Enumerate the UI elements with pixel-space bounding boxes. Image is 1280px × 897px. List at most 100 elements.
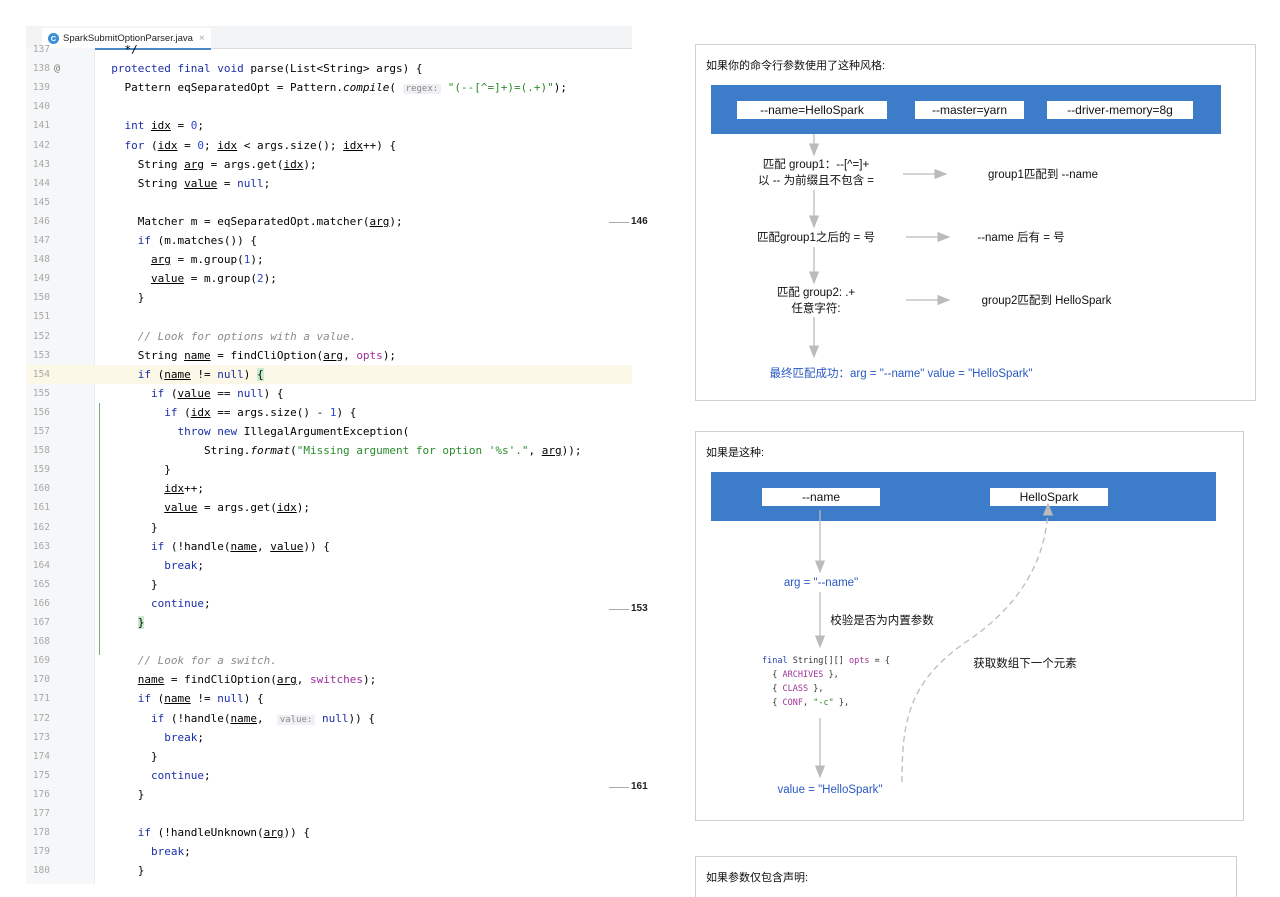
code-line-165[interactable]: 165 } [26, 575, 632, 594]
code-line-143[interactable]: 143 String arg = args.get(idx); [26, 155, 632, 174]
line-number[interactable]: 171 [32, 693, 50, 705]
code-editor[interactable]: C SparkSubmitOptionParser.java × 137 */1… [26, 26, 632, 884]
line-number[interactable]: 176 [32, 788, 50, 800]
code-line-178[interactable]: 178 if (!handleUnknown(arg)) { [26, 823, 632, 842]
line-number[interactable]: 166 [32, 597, 50, 609]
code-lines[interactable]: 137 */ 138 @ protected final void parse(Li… [26, 43, 632, 884]
code-text[interactable]: break; [164, 730, 204, 744]
code-text[interactable]: if (!handle(name, value)) { [150, 539, 330, 553]
code-text[interactable]: // Look for a switch. [137, 654, 277, 668]
code-text[interactable]: Matcher m = eqSeparatedOpt.matcher(arg); [98, 214, 403, 228]
code-text[interactable]: } [98, 864, 145, 878]
code-text[interactable]: } [98, 577, 158, 591]
line-number[interactable]: 147 [32, 235, 50, 246]
code-text[interactable]: String arg = args.get(idx); [98, 157, 317, 171]
code-line-168[interactable]: 168 [26, 632, 632, 651]
code-text[interactable]: name = findCliOption(arg, switches); [137, 673, 377, 687]
code-line-144[interactable]: 144 String value = null; [26, 174, 632, 193]
line-number[interactable]: 167 [32, 617, 50, 628]
line-number[interactable]: 156 [32, 406, 50, 418]
line-number[interactable]: 163 [32, 540, 50, 552]
code-line-166[interactable]: 166 continue; [26, 594, 632, 613]
code-text[interactable]: value = args.get(idx); [164, 501, 310, 515]
code-line-164[interactable]: 164 break; [26, 556, 632, 575]
override-marker-icon[interactable]: @ [54, 63, 61, 75]
code-line-137[interactable]: 137 */ [26, 40, 632, 59]
code-text[interactable]: */ [98, 43, 138, 56]
code-line-161[interactable]: 161 value = args.get(idx); [26, 498, 632, 517]
tab-spark-submit-option-parser[interactable]: C SparkSubmitOptionParser.java × [42, 28, 211, 50]
line-number[interactable]: 174 [32, 750, 50, 762]
code-text[interactable]: } [98, 463, 171, 477]
code-line-152[interactable]: 152 // Look for options with a value. [26, 327, 632, 346]
line-number[interactable]: 161 [32, 502, 50, 514]
line-number[interactable]: 155 [32, 387, 50, 399]
code-line-179[interactable]: 179 break; [26, 842, 632, 861]
line-number[interactable]: 143 [32, 158, 50, 170]
code-line-146[interactable]: 146 Matcher m = eqSeparatedOpt.matcher(a… [26, 212, 632, 231]
code-line-139[interactable]: 139 Pattern eqSeparatedOpt = Pattern.com… [26, 78, 632, 97]
code-text[interactable]: } [137, 616, 145, 629]
code-line-153[interactable]: 153 String name = findCliOption(arg, opt… [26, 346, 632, 365]
code-line-162[interactable]: 162 } [26, 518, 632, 537]
line-number[interactable]: 137 [32, 44, 50, 55]
code-line-169[interactable]: 169 // Look for a switch. [26, 651, 632, 670]
code-text[interactable]: String name = findCliOption(arg, opts); [98, 348, 397, 362]
line-number[interactable]: 153 [32, 349, 50, 361]
code-line-148[interactable]: 148 arg = m.group(1); [26, 250, 632, 269]
code-line-177[interactable]: 177 [26, 804, 632, 823]
code-text[interactable]: throw new IllegalArgumentException( [177, 425, 410, 438]
line-number[interactable]: 138 [32, 63, 50, 75]
code-line-150[interactable]: 150 } [26, 288, 632, 307]
code-text[interactable]: continue; [150, 596, 211, 610]
line-number[interactable]: 157 [32, 426, 50, 437]
line-number[interactable]: 177 [32, 808, 50, 819]
code-line-175[interactable]: 175 continue; [26, 766, 632, 785]
line-number[interactable]: 160 [32, 483, 50, 495]
code-line-147[interactable]: 147 if (m.matches()) { [26, 231, 632, 250]
code-text[interactable]: break; [150, 845, 191, 859]
code-text[interactable]: } [98, 787, 145, 801]
code-line-158[interactable]: 158 String.format("Missing argument for … [26, 441, 632, 460]
code-line-156[interactable]: 156 if (idx == args.size() - 1) { [26, 403, 632, 422]
line-number[interactable]: 146 [32, 215, 50, 227]
line-number[interactable]: 162 [32, 521, 50, 533]
code-line-163[interactable]: 163 if (!handle(name, value)) { [26, 537, 632, 556]
code-line-157[interactable]: 157 throw new IllegalArgumentException( [26, 422, 632, 441]
line-number[interactable]: 168 [32, 636, 50, 648]
code-line-160[interactable]: 160 idx++; [26, 479, 632, 498]
code-line-171[interactable]: 171 if (name != null) { [26, 689, 632, 708]
code-text[interactable]: Pattern eqSeparatedOpt = Pattern.compile… [98, 81, 568, 95]
code-text[interactable]: value = m.group(2); [150, 272, 277, 286]
code-text[interactable]: if (m.matches()) { [137, 234, 257, 247]
code-text[interactable]: } [98, 520, 158, 534]
line-number[interactable]: 149 [32, 273, 50, 285]
code-line-170[interactable]: 170 name = findCliOption(arg, switches); [26, 670, 632, 689]
code-line-174[interactable]: 174 } [26, 747, 632, 766]
code-text[interactable]: if (value == null) { [150, 386, 284, 400]
line-number[interactable]: 154 [32, 368, 50, 380]
code-text[interactable]: idx++; [164, 482, 204, 496]
code-text[interactable]: if (name != null) { [137, 367, 264, 381]
line-number[interactable]: 172 [32, 712, 50, 724]
code-line-145[interactable]: 145 [26, 193, 632, 212]
code-line-154[interactable]: 154 if (name != null) { [26, 364, 632, 384]
line-number[interactable]: 175 [32, 769, 50, 781]
line-number[interactable]: 139 [32, 82, 50, 94]
code-text[interactable]: protected final void parse(List<String> … [111, 62, 423, 76]
code-line-155[interactable]: 155 if (value == null) { [26, 384, 632, 403]
code-text[interactable]: continue; [150, 768, 211, 782]
code-line-173[interactable]: 173 break; [26, 728, 632, 747]
code-text[interactable]: String value = null; [98, 176, 271, 190]
code-line-140[interactable]: 140 [26, 97, 632, 116]
code-text[interactable]: arg = m.group(1); [150, 253, 264, 267]
code-line-180[interactable]: 180 } [26, 861, 632, 880]
line-number[interactable]: 165 [32, 578, 50, 590]
line-number[interactable]: 178 [32, 827, 50, 839]
line-number[interactable]: 141 [32, 120, 50, 132]
line-number[interactable]: 180 [32, 865, 50, 877]
code-line-167[interactable]: 167 } [26, 613, 632, 632]
line-number[interactable]: 173 [32, 731, 50, 743]
code-line-149[interactable]: 149 value = m.group(2); [26, 269, 632, 288]
code-line-142[interactable]: 142 for (idx = 0; idx < args.size(); idx… [26, 136, 632, 155]
